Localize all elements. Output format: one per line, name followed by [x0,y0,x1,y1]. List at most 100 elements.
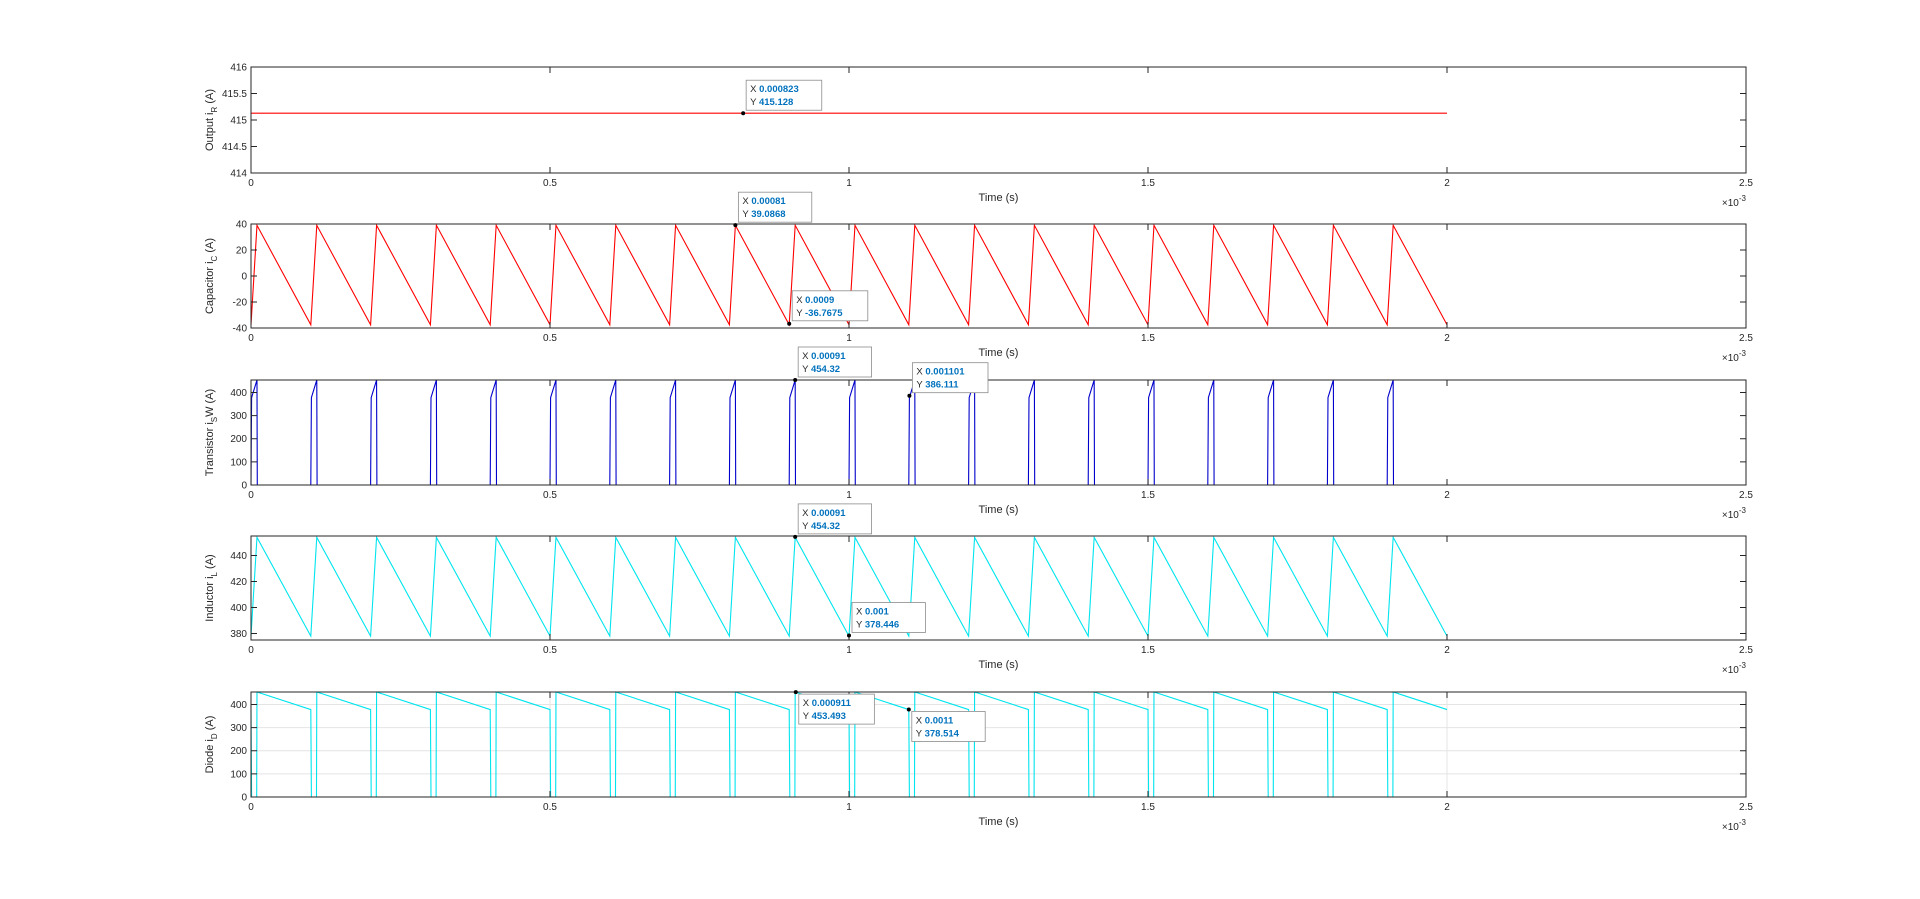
plot-area [251,67,1746,173]
datatip-x-prefix: X [742,196,751,207]
datatip-box [737,191,813,223]
plot-area [251,224,1746,328]
x-tick-label: 1.5 [1141,178,1155,189]
x-tick-label: 0.5 [543,645,557,656]
x-tick-label: 0.5 [543,490,557,501]
y-tick-label: 400 [230,603,247,614]
x-axis-label: Time (s) [979,347,1019,359]
datatip-marker[interactable] [907,393,912,398]
x-exponent-base: ×10 [1722,353,1739,364]
datatip-y-prefix: Y [916,728,925,739]
x-axis-label: Time (s) [979,816,1019,828]
x-tick-label: 0 [248,490,254,501]
x-tick-label: 1 [846,645,852,656]
datatip-marker[interactable] [906,707,911,712]
y-tick-label: 414 [230,169,247,180]
x-exponent-label: ×10-3 [1722,661,1747,676]
x-tick-label: 0 [248,333,254,344]
y-label-main: Diode i [204,739,216,773]
y-tick-label: 380 [230,629,247,640]
datatip-y-value: 415.128 [759,97,793,108]
datatip-y-row: Y 453.493 [803,711,846,722]
datatip-x-row: X 0.000911 [803,698,852,709]
y-label-subscript: D [210,733,219,739]
datatip-marker[interactable] [793,534,798,539]
datatip-x-value: 0.0011 [925,715,954,726]
datatip-x-prefix: X [916,367,925,378]
datatip-x-value: 0.00091 [811,508,846,519]
y-axis-label: Output iR (A) [204,89,219,151]
datatip[interactable]: X 0.00091 Y 454.32 [793,503,872,539]
axes-box [250,535,1747,641]
y-label-main: Transistor i [204,422,216,476]
x-tick-label: 1.5 [1141,802,1155,813]
x-tick-label: 0 [248,645,254,656]
y-tick-label: 0 [241,793,247,804]
x-axis-label: Time (s) [979,192,1019,204]
datatip-marker[interactable] [793,690,798,695]
datatip-marker[interactable] [733,223,738,228]
datatip-x-prefix: X [750,84,759,95]
datatip-x-row: X 0.00081 [742,196,786,207]
x-tick-label: 1.5 [1141,645,1155,656]
datatip-marker[interactable] [847,633,851,638]
x-tick-label: 2 [1444,645,1450,656]
datatip-x-row: X 0.001 [856,607,889,618]
datatip[interactable]: X 0.001 Y 378.446 [847,602,926,638]
x-exponent-base: ×10 [1722,822,1739,833]
datatip-x-prefix: X [916,715,925,726]
x-tick-label: 2 [1444,490,1450,501]
datatip-y-prefix: Y [742,209,751,220]
datatip-y-value: 453.493 [812,711,846,722]
x-exponent-label: ×10-3 [1722,506,1747,521]
y-label-unit: (A) [204,716,216,734]
datatip[interactable]: X 0.0011 Y 378.514 [906,707,986,742]
x-tick-label: 1.5 [1141,490,1155,501]
datatip-x-prefix: X [802,508,811,519]
datatip-y-row: Y 378.514 [916,728,960,739]
x-tick-label: 0.5 [543,333,557,344]
y-axis-label: Diode iD (A) [204,716,219,774]
x-exponent-power: -3 [1739,506,1747,515]
datatip-marker[interactable] [793,378,798,382]
datatip-y-row: Y 454.32 [802,364,840,375]
datatip-y-row: Y 454.32 [802,521,840,532]
datatip-x-row: X 0.00091 [802,508,846,519]
datatip-x-value: 0.001101 [925,367,965,378]
datatip-y-prefix: Y [803,711,812,722]
y-tick-label: 100 [230,457,247,468]
datatip-marker[interactable] [787,321,792,326]
datatip-marker[interactable] [741,111,746,116]
y-tick-label: 200 [230,434,247,445]
datatip-x-row: X 0.0011 [916,715,954,726]
y-axis-label: Capacitor iC (A) [204,238,219,314]
x-exponent-base: ×10 [1722,665,1739,676]
datatip-y-value: 454.32 [811,364,840,375]
y-label-main: Output i [204,112,216,151]
datatip-x-row: X 0.000823 [750,84,799,95]
datatip-x-prefix: X [856,607,865,618]
y-tick-label: 20 [236,246,248,257]
x-tick-label: 1 [846,333,852,344]
y-axis-label: Transistor iSW (A) [204,389,219,476]
datatip-y-value: 378.446 [865,620,899,631]
x-tick-label: 2.5 [1739,333,1753,344]
x-tick-label: 0.5 [543,802,557,813]
datatip-box [797,503,872,535]
x-exponent-base: ×10 [1722,510,1739,521]
y-label-unit: (A) [204,89,216,107]
x-tick-label: 2.5 [1739,178,1753,189]
datatip-x-prefix: X [803,698,812,709]
datatip-y-row: Y 378.446 [856,620,899,631]
y-tick-label: -40 [233,324,248,335]
y-tick-label: 415.5 [222,89,247,100]
datatip-y-prefix: Y [796,308,805,319]
y-tick-label: 100 [230,769,247,780]
